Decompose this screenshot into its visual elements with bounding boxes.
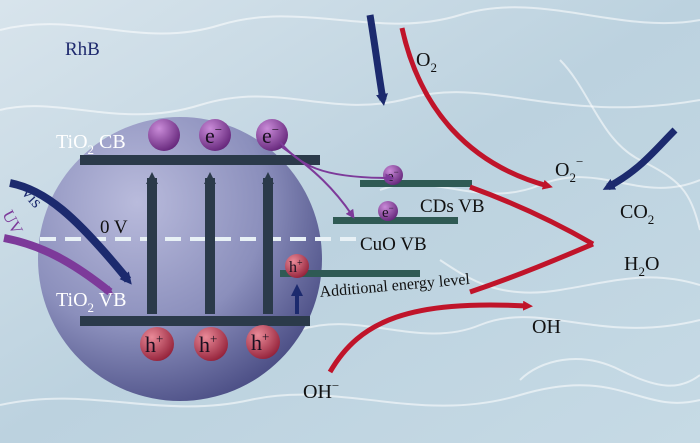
svg-text:e−: e− — [382, 203, 394, 221]
electron-cuo: e− — [378, 201, 398, 221]
tio2-vb-label: TiO2 VB — [56, 289, 126, 315]
co2-arrow — [602, 127, 678, 191]
svg-text:e−: e− — [205, 122, 222, 148]
h2o-label: H2O — [624, 253, 659, 279]
svg-text:h+: h+ — [145, 331, 163, 357]
uv-light-arrow — [3, 234, 114, 296]
o2-minus-converge — [469, 184, 595, 247]
electron-transfer-to-cuo — [281, 146, 355, 219]
svg-text:h+: h+ — [289, 258, 303, 276]
electron-1 — [148, 119, 180, 151]
cds-vb-label: CDs VB — [420, 196, 485, 217]
vis-light-arrow — [9, 179, 132, 285]
electron-2: e− — [199, 119, 231, 151]
svg-text:e−: e− — [262, 122, 279, 148]
hole-3: h+ — [246, 325, 280, 359]
rhb-arrow — [366, 14, 388, 106]
co2-label: CO2 — [620, 201, 654, 227]
cds-vb-band — [360, 180, 472, 187]
o2-label: O2 — [416, 49, 437, 75]
superoxide-label: O2− — [555, 154, 583, 185]
cuo-vb-band — [333, 217, 458, 224]
rhb-label: RhB — [65, 39, 100, 60]
hydroxyl-radical-label: OH — [532, 316, 561, 338]
hydroxide-label: OH− — [303, 378, 339, 403]
hole-additional: h+ — [285, 254, 309, 278]
tio2-cb-label: TiO2 CB — [56, 131, 126, 157]
additional-energy-band — [280, 270, 420, 277]
tio2-cb-band — [80, 155, 320, 165]
cuo-vb-label: CuO VB — [360, 234, 427, 255]
o2-reduction-arrow — [399, 27, 553, 190]
electron-cds: e− — [383, 165, 403, 185]
oh-converge — [469, 241, 594, 295]
hole-2: h+ — [194, 327, 228, 361]
hole-1: h+ — [140, 327, 174, 361]
oh-oxidation-arrow — [327, 300, 533, 374]
svg-text:h+: h+ — [251, 329, 269, 355]
zero-volt-label: 0 V — [100, 217, 128, 238]
tio2-vb-band — [80, 316, 310, 326]
svg-text:h+: h+ — [199, 331, 217, 357]
